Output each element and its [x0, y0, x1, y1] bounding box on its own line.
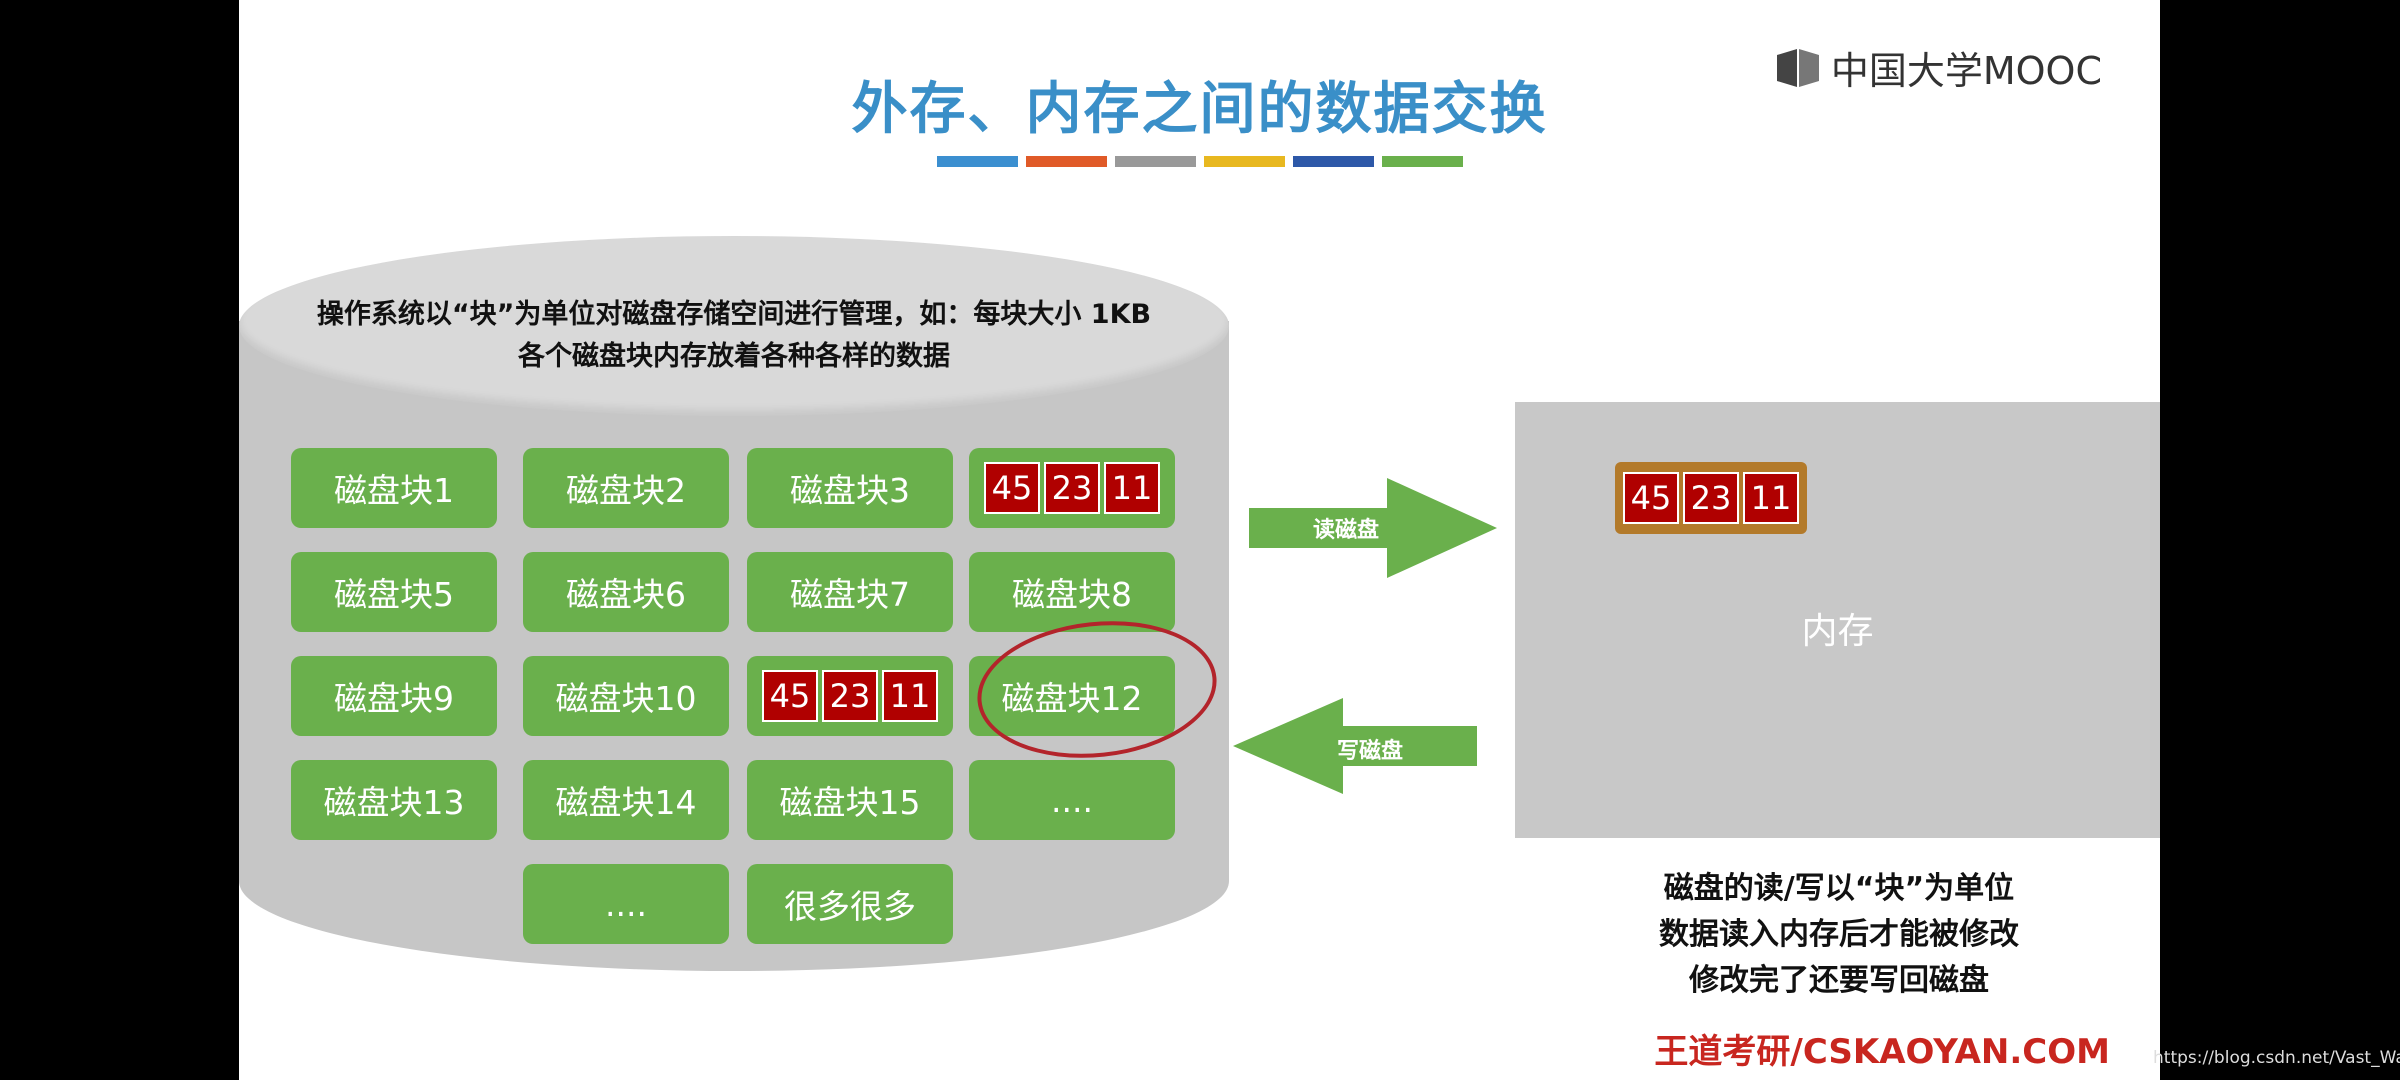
- disk-block: 磁盘块12: [969, 656, 1175, 736]
- disk-block-label: 磁盘块12: [1001, 679, 1143, 718]
- data-cell: 45: [762, 670, 818, 722]
- note-line: 修改完了还要写回磁盘: [1689, 963, 1989, 998]
- disk-block-label: 磁盘块2: [566, 471, 686, 510]
- disk-block-label: 磁盘块9: [334, 679, 454, 718]
- data-cell: 11: [1743, 472, 1799, 524]
- disk-block: 磁盘块14: [523, 760, 729, 840]
- disk-block: 磁盘块5: [291, 552, 497, 632]
- disk-block-label: ....: [1051, 780, 1093, 820]
- note-line: 数据读入内存后才能被修改: [1659, 917, 2019, 952]
- disk-description-line: 各个磁盘块内存放着各种各样的数据: [518, 341, 950, 372]
- disk-description: 操作系统以“块”为单位对磁盘存储空间进行管理，如：每块大小 1KB 各个磁盘块内…: [239, 294, 1229, 378]
- disk-block: ....: [523, 864, 729, 944]
- disk-block: 磁盘块8: [969, 552, 1175, 632]
- data-cell: 23: [1683, 472, 1739, 524]
- data-cell: 23: [822, 670, 878, 722]
- data-cell: 45: [1623, 472, 1679, 524]
- disk-block: 磁盘块1: [291, 448, 497, 528]
- disk-block: 磁盘块6: [523, 552, 729, 632]
- footer-brand: 王道考研/CSKAOYAN.COM: [1654, 1032, 2110, 1072]
- disk-block-data: 45 23 11: [969, 448, 1175, 528]
- mooc-logo-icon: [1776, 48, 1819, 87]
- data-cell: 45: [984, 462, 1040, 514]
- read-arrow-label: 读磁盘: [1313, 518, 1380, 543]
- write-arrow-label: 写磁盘: [1337, 739, 1404, 764]
- disk-cylinder: 操作系统以“块”为单位对磁盘存储空间进行管理，如：每块大小 1KB 各个磁盘块内…: [239, 236, 1229, 1016]
- color-bar: [1203, 156, 1285, 167]
- color-bars: [239, 156, 2160, 167]
- disk-block-label: 磁盘块5: [334, 575, 454, 614]
- data-group: 45 23 11: [762, 670, 938, 722]
- mooc-logo: 中国大学MOOC: [1775, 40, 2102, 95]
- memory-box: 45 23 11 内存: [1515, 402, 2160, 838]
- disk-block-label: 磁盘块6: [566, 575, 686, 614]
- disk-description-line: 操作系统以“块”为单位对磁盘存储空间进行管理，如：每块大小 1KB: [316, 299, 1152, 330]
- color-bar: [1381, 156, 1463, 167]
- data-cell: 11: [882, 670, 938, 722]
- disk-blocks: 磁盘块1 磁盘块2 磁盘块3 45 23 11 磁盘块5 磁盘块6 磁盘块7 磁…: [291, 448, 1191, 968]
- color-bar: [936, 156, 1018, 167]
- disk-block: 很多很多: [747, 864, 953, 944]
- data-cell: 11: [1104, 462, 1160, 514]
- disk-block: 磁盘块7: [747, 552, 953, 632]
- disk-block: 磁盘块13: [291, 760, 497, 840]
- data-group: 45 23 11: [984, 462, 1160, 514]
- disk-block: 磁盘块2: [523, 448, 729, 528]
- disk-block-label: 磁盘块8: [1012, 575, 1132, 614]
- disk-block: 磁盘块15: [747, 760, 953, 840]
- data-cell: 23: [1044, 462, 1100, 514]
- disk-block: 磁盘块3: [747, 448, 953, 528]
- disk-block: ....: [969, 760, 1175, 840]
- disk-block-label: 磁盘块14: [555, 783, 697, 822]
- write-arrow: [1233, 698, 1477, 794]
- disk-block-label: 磁盘块10: [555, 679, 697, 718]
- disk-block-label: ....: [605, 884, 647, 924]
- watermark: https://blog.csdn.net/Vast_Wang: [2153, 1048, 2400, 1068]
- disk-block-label: 磁盘块13: [323, 783, 465, 822]
- mooc-logo-text: 中国大学MOOC: [1830, 49, 2102, 93]
- read-arrow: [1249, 478, 1497, 578]
- color-bar: [1114, 156, 1196, 167]
- color-bar: [1025, 156, 1107, 167]
- disk-block-label: 很多很多: [784, 887, 916, 926]
- notes: 磁盘的读/写以“块”为单位 数据读入内存后才能被修改 修改完了还要写回磁盘: [1619, 866, 2059, 1004]
- disk-block-label: 磁盘块3: [790, 471, 910, 510]
- disk-cylinder-top: [239, 236, 1229, 416]
- data-group: 45 23 11: [1623, 472, 1799, 524]
- slide-title: 外存、内存之间的数据交换: [851, 77, 1548, 142]
- note-line: 磁盘的读/写以“块”为单位: [1663, 871, 2015, 906]
- slide: 外存、内存之间的数据交换 中国大学MOOC 操作系统以“块”为单位对磁盘存储空间…: [239, 0, 2160, 1080]
- disk-block-data: 45 23 11: [747, 656, 953, 736]
- disk-block-label: 磁盘块15: [779, 783, 921, 822]
- disk-block-label: 磁盘块1: [334, 471, 454, 510]
- disk-block-label: 磁盘块7: [790, 575, 910, 614]
- disk-block: 磁盘块9: [291, 656, 497, 736]
- memory-label: 内存: [1801, 611, 1874, 652]
- color-bar: [1292, 156, 1374, 167]
- disk-block: 磁盘块10: [523, 656, 729, 736]
- memory-data-block: 45 23 11: [1615, 462, 1807, 534]
